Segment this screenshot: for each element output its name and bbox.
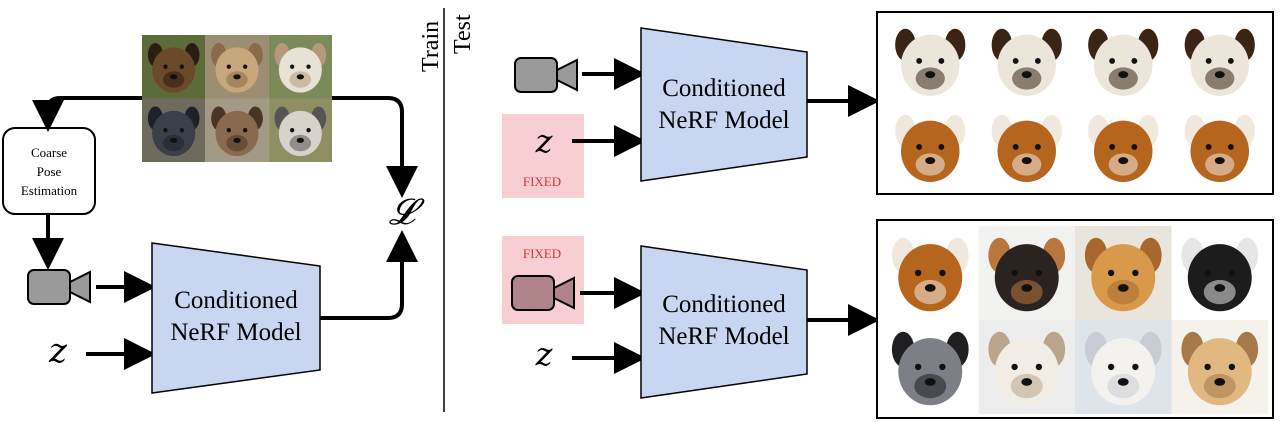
fixed-label-top: FIXED [523, 174, 561, 189]
output-grid-bottom [882, 226, 1268, 414]
dog-face-icon [268, 98, 332, 162]
dog-face-icon [882, 18, 979, 104]
dog-face-icon [1075, 18, 1172, 104]
dog-face-icon [142, 98, 206, 162]
nerf-model-block-bottom: Conditioned NeRF Model [640, 245, 808, 399]
latent-z-symbol: z [48, 331, 68, 371]
model-label-line-2: NeRF Model [170, 319, 301, 346]
latent-z-symbol-bottom: z [535, 335, 554, 373]
fixed-label-bottom: FIXED [523, 246, 561, 261]
arrow-model-to-loss [320, 230, 418, 320]
dog-face-icon [205, 35, 269, 99]
dog-face-icon [882, 226, 979, 320]
model-label-line-1: Conditioned [174, 287, 298, 314]
dog-face-icon [1171, 320, 1268, 414]
dog-face-icon [882, 320, 979, 414]
dog-face-icon [1075, 320, 1172, 414]
camera-icon [27, 269, 91, 305]
arrow-images-to-loss [332, 96, 418, 198]
dog-face-icon [1075, 226, 1172, 320]
dog-face-icon [1171, 104, 1268, 190]
dog-face-icon [978, 320, 1075, 414]
dog-face-icon [882, 104, 979, 190]
dog-face-icon [978, 104, 1075, 190]
dog-face-icon [978, 226, 1075, 320]
pose-box-line-1: Coarse [31, 145, 67, 160]
fixed-camera-box: FIXED [502, 236, 584, 324]
fixed-z-box: z FIXED [502, 114, 584, 198]
dog-face-icon [268, 35, 332, 99]
model-label-bottom-line-2: NeRF Model [658, 323, 789, 350]
dog-face-icon [1075, 104, 1172, 190]
pose-box-line-3: Estimation [21, 183, 78, 198]
train-label: Train [418, 21, 444, 72]
model-label-bottom-line-1: Conditioned [662, 291, 786, 318]
dog-face-icon [1171, 18, 1268, 104]
model-label-top-line-2: NeRF Model [658, 107, 789, 134]
nerf-model-block-top: Conditioned NeRF Model [640, 27, 808, 182]
pose-box-line-2: Pose [37, 164, 62, 179]
model-label-top-line-1: Conditioned [662, 75, 786, 102]
test-label: Test [450, 14, 476, 54]
arrow-images-to-pose [32, 96, 142, 132]
latent-z-symbol-top: z [535, 122, 554, 160]
output-grid-top [882, 18, 1268, 190]
nerf-model-block: Conditioned NeRF Model [151, 242, 321, 394]
loss-symbol: 𝓛 [389, 192, 425, 233]
dog-face-icon [205, 98, 269, 162]
camera-icon [511, 275, 575, 311]
pose-estimation-box: Coarse Pose Estimation [2, 127, 96, 215]
dog-face-icon [142, 35, 206, 99]
dog-face-icon [1171, 226, 1268, 320]
train-image-grid [142, 35, 332, 162]
camera-icon [514, 57, 578, 93]
dog-face-icon [978, 18, 1075, 104]
